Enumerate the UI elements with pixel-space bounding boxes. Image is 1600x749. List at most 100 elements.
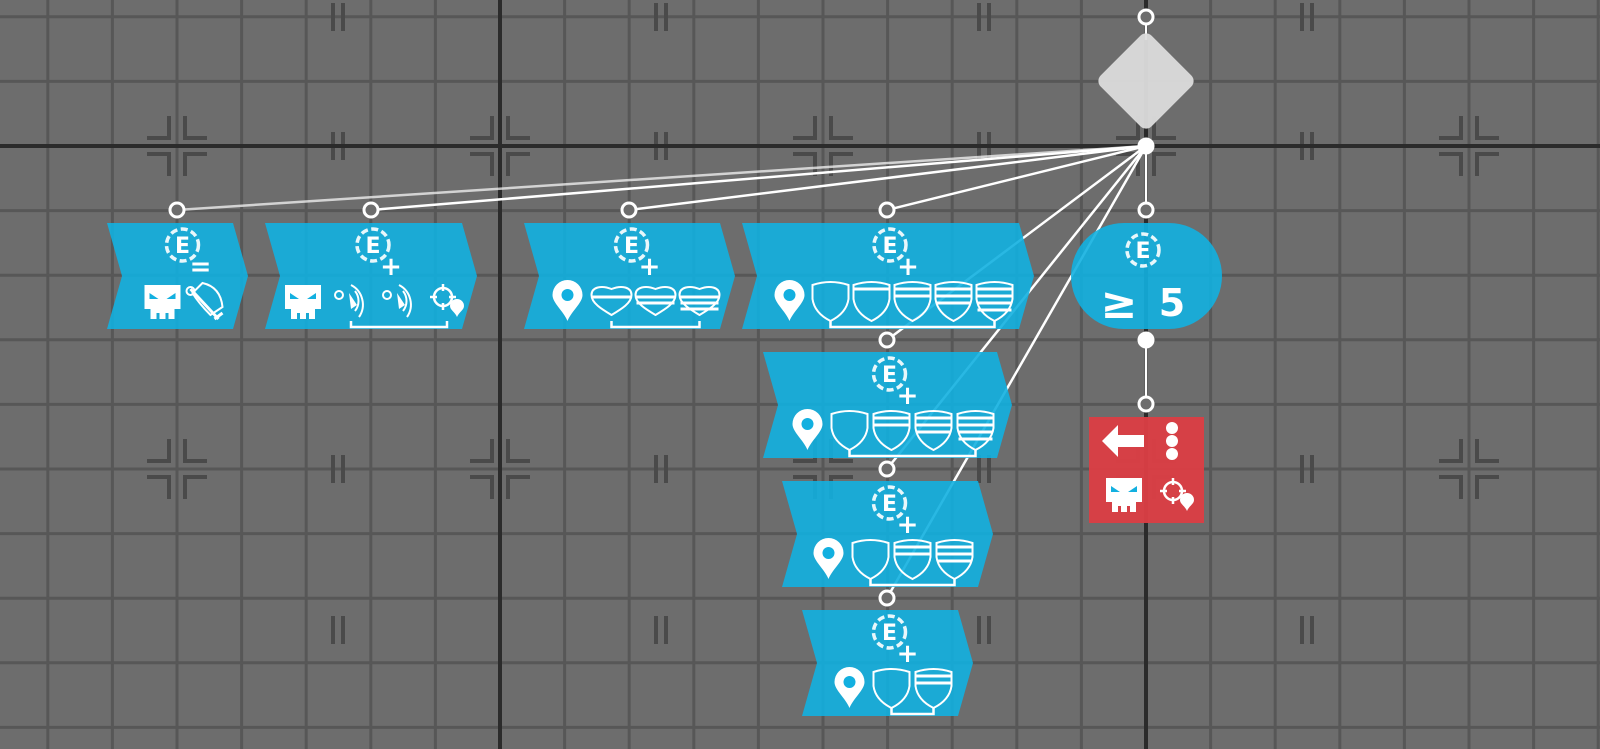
map-pin-icon (774, 280, 805, 321)
event-ring-icon (613, 227, 650, 263)
shield-1-icon (852, 281, 891, 323)
event-symbol: E (882, 363, 897, 388)
grid-cross-mark (470, 116, 530, 176)
grid-tick-mark (977, 616, 991, 644)
shield-4-icon (956, 410, 995, 452)
shield-4-icon (975, 281, 1014, 323)
arrow-left-icon (1102, 425, 1144, 457)
connection-wire[interactable] (370, 144, 1147, 212)
group-bracket (869, 579, 956, 587)
grid-cross-mark (793, 439, 853, 499)
input-port[interactable] (1137, 8, 1155, 26)
event-ring-icon (164, 227, 201, 263)
shield-3-icon (914, 410, 953, 452)
grid-tick-mark (331, 3, 345, 31)
connection-wire[interactable] (886, 144, 1147, 212)
grid-tick-mark (654, 455, 668, 483)
grid-tick-mark (331, 455, 345, 483)
operator-label: = (190, 252, 212, 282)
shield-0-icon (851, 539, 890, 581)
event-ring-icon (871, 356, 908, 392)
event-ring-icon (871, 614, 908, 650)
more-vertical-icon (1166, 422, 1178, 460)
grid-tick-mark (654, 3, 668, 31)
shield-2-icon (914, 668, 953, 710)
grid-tick-mark (977, 3, 991, 31)
event-ring-icon (355, 227, 391, 263)
target-pin-icon (430, 284, 464, 317)
heart-1-icon (590, 286, 633, 317)
map-pin-icon (552, 280, 583, 321)
radar-pin-icon (382, 284, 412, 318)
event-symbol: E (882, 492, 897, 517)
heart-3-icon (678, 286, 721, 317)
input-port[interactable] (362, 201, 380, 219)
skull-icon (285, 285, 321, 319)
condition-node[interactable] (1071, 223, 1222, 329)
event-symbol: E (175, 234, 190, 259)
shield-3-icon (935, 539, 974, 581)
grid-cross-mark (470, 439, 530, 499)
heart-2-icon (634, 286, 677, 317)
grid-tick-mark (977, 455, 991, 483)
output-port[interactable] (1137, 137, 1155, 155)
shield-0-icon (872, 668, 911, 710)
grid-cross-mark (147, 439, 207, 499)
event-symbol: E (882, 621, 897, 646)
shield-2-icon (893, 281, 932, 323)
operator-label: + (897, 639, 919, 669)
event-ring-icon (872, 227, 908, 263)
event-node-n1[interactable] (107, 223, 248, 329)
grid-tick-mark (331, 616, 345, 644)
branch-diamond-node[interactable] (1095, 30, 1197, 132)
event-symbol: E (365, 234, 380, 259)
radar-pin-icon (334, 284, 364, 318)
input-port[interactable] (878, 201, 896, 219)
shield-3-icon (934, 281, 973, 323)
event-ring-icon (1125, 232, 1161, 268)
grid-tick-mark (654, 616, 668, 644)
operator-label: + (639, 252, 661, 282)
group-bracket (829, 321, 996, 329)
input-port[interactable] (620, 201, 638, 219)
group-bracket (848, 450, 977, 458)
shield-2-icon (872, 410, 911, 452)
operator-label: + (897, 381, 919, 411)
input-port[interactable] (878, 331, 896, 349)
map-pin-icon (813, 538, 844, 579)
grid-cross-mark (147, 116, 207, 176)
map-pin-icon (834, 667, 865, 708)
sword-shield-pin-icon (185, 281, 224, 321)
grid-tick-mark (1300, 3, 1314, 31)
connection-wire[interactable] (628, 144, 1147, 212)
input-port[interactable] (168, 201, 186, 219)
map-pin-icon (792, 409, 823, 450)
operator-label: + (380, 252, 402, 282)
node-body (107, 223, 248, 329)
target-pin-icon (1160, 478, 1194, 511)
input-port[interactable] (878, 589, 896, 607)
output-port[interactable] (1137, 331, 1155, 349)
shield-2-icon (893, 539, 932, 581)
group-bracket (890, 708, 935, 716)
threshold-value: 5 (1159, 281, 1185, 325)
input-port[interactable] (1137, 395, 1155, 413)
event-symbol: E (1135, 239, 1150, 264)
group-bracket (349, 321, 449, 329)
connection-wire[interactable] (176, 144, 1147, 212)
event-ring-icon (871, 485, 908, 521)
shield-0-icon (811, 281, 850, 323)
skull-icon (1106, 478, 1142, 512)
grid-cross-mark (1116, 116, 1176, 176)
shield-0-icon (830, 410, 869, 452)
grid-cross-mark (1439, 439, 1499, 499)
skull-icon (144, 285, 181, 319)
grid-cross-mark (793, 116, 853, 176)
input-port[interactable] (1137, 201, 1155, 219)
comparator-label: ≥ (1101, 278, 1138, 329)
input-port[interactable] (878, 460, 896, 478)
grid-tick-mark (1300, 455, 1314, 483)
operator-label: + (897, 510, 919, 540)
operator-label: + (897, 252, 919, 282)
